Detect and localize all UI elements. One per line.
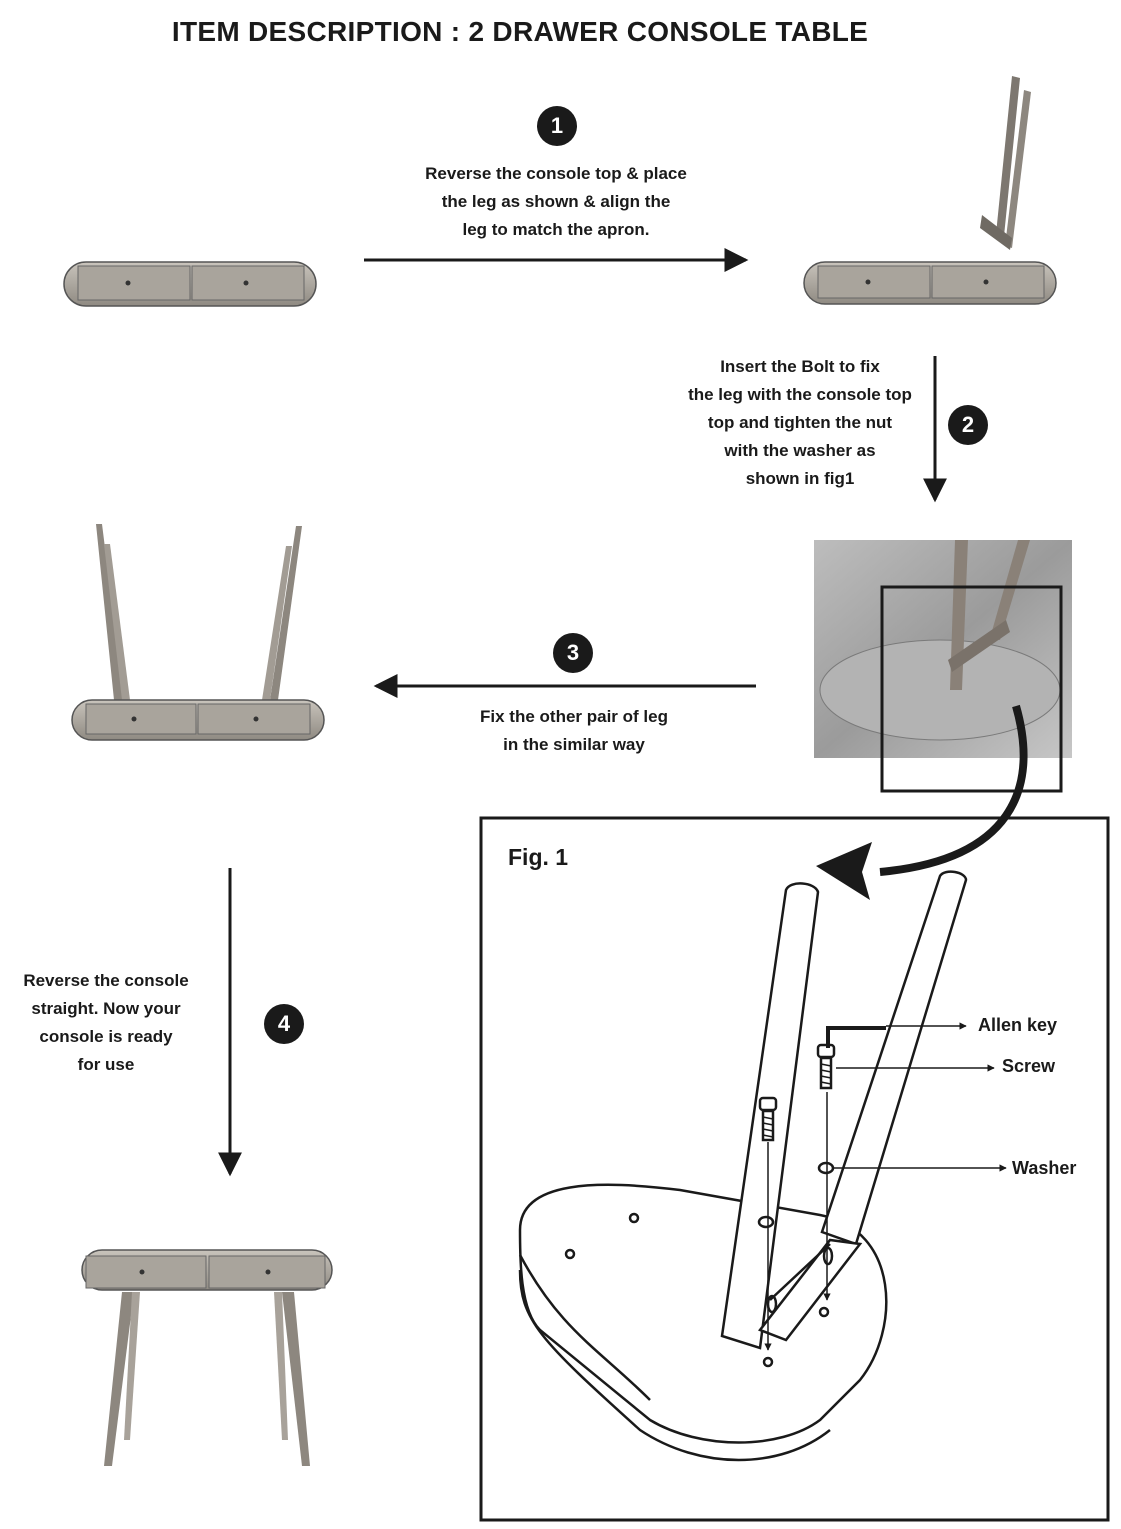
step-3-text: Fix the other pair of leg in the similar…: [480, 707, 668, 754]
washer-label: Washer: [1012, 1158, 1077, 1178]
detail-curved-arrowhead: [816, 842, 872, 900]
step-2-badge: 2: [948, 405, 988, 445]
step-3-badge: 3: [553, 633, 593, 673]
figure-1-drawing: [518, 870, 968, 1462]
page-title: ITEM DESCRIPTION : 2 DRAWER CONSOLE TABL…: [171, 16, 869, 47]
step-1-text: Reverse the console top & place the leg …: [425, 164, 687, 239]
console-with-leg-image: [803, 76, 1057, 305]
finished-console-image: [81, 1249, 333, 1466]
step-2-text: Insert the Bolt to fix the leg with the …: [688, 357, 912, 488]
detail-curved-arrow: [879, 704, 1028, 876]
screw-label: Screw: [1002, 1056, 1056, 1076]
step-4-text: Reverse the console straight. Now your c…: [23, 971, 189, 1074]
console-with-legs-image: [71, 524, 325, 741]
figure-1-label: Fig. 1: [508, 844, 569, 870]
console-top-reversed-image: [63, 261, 317, 307]
allen-key-label: Allen key: [978, 1015, 1058, 1035]
assembly-photo: [814, 540, 1072, 793]
step-1-badge: 1: [537, 106, 577, 146]
figure-1-frame: [479, 816, 1110, 1522]
step-4-badge: 4: [264, 1004, 304, 1044]
